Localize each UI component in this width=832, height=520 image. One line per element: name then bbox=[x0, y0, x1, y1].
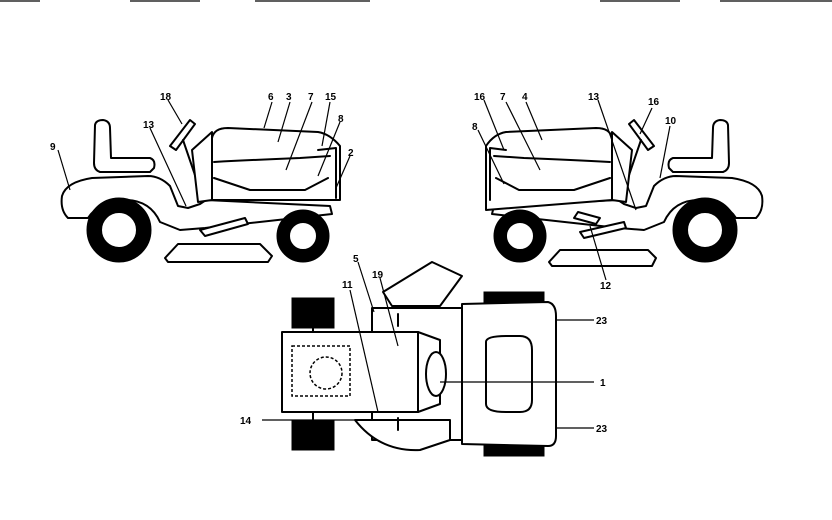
hood bbox=[211, 127, 341, 201]
callout-9: 9 bbox=[50, 142, 56, 153]
tractor-right-view: 16 7 4 13 16 8 10 12 bbox=[472, 92, 764, 292]
leader bbox=[321, 101, 331, 147]
callout-1: 1 bbox=[600, 378, 606, 389]
mower-deck bbox=[548, 249, 657, 267]
lift-lever bbox=[573, 211, 601, 225]
callout-23: 23 bbox=[596, 424, 608, 435]
leader bbox=[263, 101, 273, 129]
steering-wheel bbox=[169, 119, 196, 151]
headlight bbox=[317, 147, 337, 199]
rear-wheel-top bbox=[291, 297, 335, 329]
seat bbox=[667, 119, 730, 173]
front-wheel-hub bbox=[505, 221, 535, 251]
callout-19: 19 bbox=[372, 270, 384, 281]
leader bbox=[505, 101, 541, 171]
leader bbox=[285, 101, 313, 171]
rear-fender bbox=[491, 175, 764, 231]
leader bbox=[659, 125, 671, 179]
callout-11: 11 bbox=[342, 280, 353, 291]
callout-13: 13 bbox=[143, 120, 155, 131]
dash-panel bbox=[191, 131, 213, 203]
headlight bbox=[489, 147, 507, 201]
callout-13: 13 bbox=[588, 92, 600, 103]
leader bbox=[525, 101, 543, 141]
leader bbox=[149, 127, 187, 207]
hood-grille-line bbox=[213, 177, 329, 191]
leader bbox=[357, 261, 375, 313]
callout-7: 7 bbox=[308, 92, 314, 103]
callout-8: 8 bbox=[472, 122, 478, 133]
tractor-top-view: 5 19 11 23 1 14 23 bbox=[240, 254, 608, 457]
footrest bbox=[579, 221, 627, 239]
seat-cushion bbox=[291, 345, 351, 397]
hood-line bbox=[493, 155, 611, 163]
callout-14: 14 bbox=[240, 416, 252, 427]
leader bbox=[167, 99, 183, 125]
rear-wheel-hub bbox=[100, 211, 138, 249]
callout-18: 18 bbox=[160, 92, 172, 103]
leader bbox=[57, 149, 71, 191]
leader bbox=[335, 155, 351, 189]
rear-fender bbox=[60, 175, 333, 231]
callout-2: 2 bbox=[348, 148, 354, 159]
footrest bbox=[199, 217, 249, 237]
seat bbox=[93, 119, 156, 173]
leader bbox=[379, 277, 399, 347]
steering-wheel bbox=[628, 119, 655, 151]
callout-15: 15 bbox=[325, 92, 337, 103]
callout-23: 23 bbox=[596, 316, 608, 327]
leader bbox=[317, 121, 341, 177]
callout-4: 4 bbox=[522, 92, 528, 103]
front-wheel-hub bbox=[288, 221, 318, 251]
rear-wheel-top bbox=[291, 419, 335, 451]
leader bbox=[597, 99, 637, 211]
dash-opening bbox=[425, 351, 447, 397]
callout-16: 16 bbox=[648, 97, 660, 108]
leader bbox=[483, 99, 505, 151]
leader bbox=[277, 101, 291, 143]
hood-grille-line bbox=[495, 177, 611, 191]
callout-5: 5 bbox=[353, 254, 359, 265]
seat-mount bbox=[309, 356, 343, 390]
mower-deck bbox=[164, 243, 273, 263]
leader bbox=[589, 225, 607, 281]
callout-7: 7 bbox=[500, 92, 506, 103]
callout-12: 12 bbox=[600, 281, 612, 292]
leader bbox=[349, 289, 379, 413]
callout-3: 3 bbox=[286, 92, 292, 103]
callout-6: 6 bbox=[268, 92, 274, 103]
steering-wheel-top bbox=[382, 261, 463, 307]
tractor-left-view: 18 6 3 7 15 8 9 13 2 bbox=[50, 92, 354, 263]
rear-wheel-hub bbox=[686, 211, 724, 249]
hood-panel bbox=[485, 335, 533, 413]
hood-line bbox=[213, 155, 331, 163]
fender-top bbox=[354, 419, 451, 452]
leader bbox=[639, 107, 653, 135]
callout-10: 10 bbox=[665, 116, 677, 127]
callout-16: 16 bbox=[474, 92, 486, 103]
leader bbox=[477, 129, 505, 185]
callout-8: 8 bbox=[338, 114, 344, 125]
hood bbox=[485, 127, 613, 211]
